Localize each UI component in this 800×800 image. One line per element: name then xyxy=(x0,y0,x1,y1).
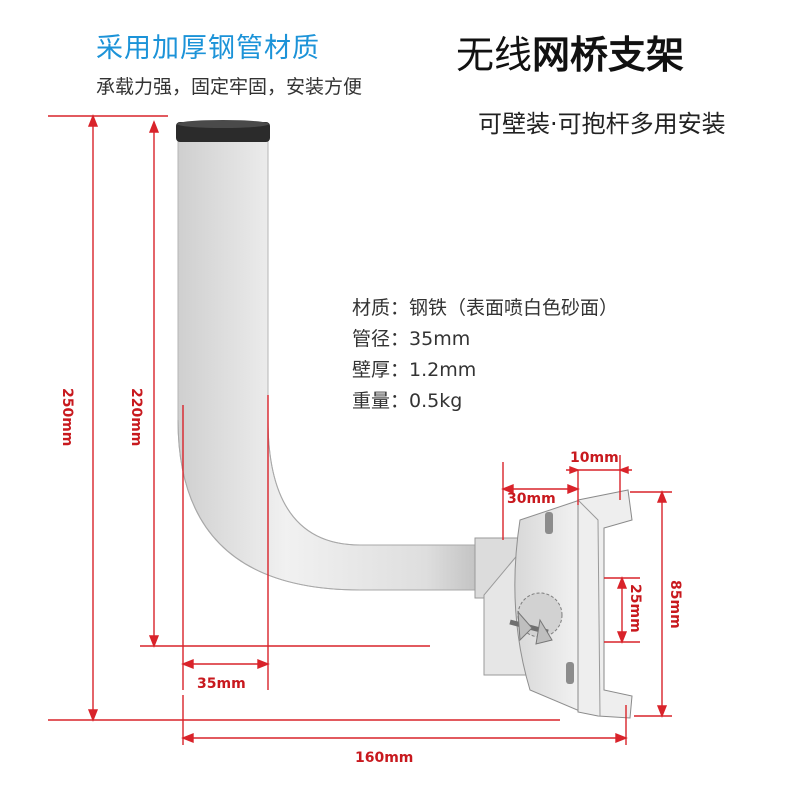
spec-value: 0.5kg xyxy=(409,390,463,412)
product-subtitle: 可壁装·可抱杆多用安装 xyxy=(478,110,726,138)
dimension-lines xyxy=(48,114,672,745)
feature-subtitle: 承载力强，固定牢固，安装方便 xyxy=(96,76,363,98)
dim-total-height: 250mm xyxy=(59,388,75,447)
spec-key: 管径： xyxy=(352,328,410,350)
spec-key: 材质： xyxy=(352,297,410,319)
dim-pipe-height: 220mm xyxy=(128,388,144,447)
dim-bracket-offset: 30mm xyxy=(507,491,556,507)
product-title-bold: 网桥支架 xyxy=(532,33,685,77)
feature-title: 采用加厚钢管材质 xyxy=(96,33,320,64)
spec-wall-thickness: 壁厚：1.2mm xyxy=(352,355,476,382)
j-pipe xyxy=(176,120,489,591)
dim-pipe-diameter: 35mm xyxy=(197,676,246,692)
spec-material: 材质：钢铁（表面喷白色砂面） xyxy=(352,293,618,320)
spec-key: 壁厚： xyxy=(352,359,410,381)
dim-slot-width: 10mm xyxy=(570,450,619,466)
mounting-bracket xyxy=(474,489,633,719)
spec-value: 35mm xyxy=(409,328,471,350)
spec-diameter: 管径：35mm xyxy=(352,324,470,351)
spec-weight: 重量：0.5kg xyxy=(352,386,462,413)
dim-plate-height: 85mm xyxy=(667,580,683,629)
product-title-plain: 无线 xyxy=(456,33,533,77)
spec-key: 重量： xyxy=(352,390,410,412)
dim-slot-height: 25mm xyxy=(627,584,643,633)
dim-total-width: 160mm xyxy=(355,750,414,766)
spec-value: 1.2mm xyxy=(409,359,477,381)
spec-value: 钢铁（表面喷白色砂面） xyxy=(409,297,619,319)
product-title: 无线网桥支架 xyxy=(456,24,684,79)
